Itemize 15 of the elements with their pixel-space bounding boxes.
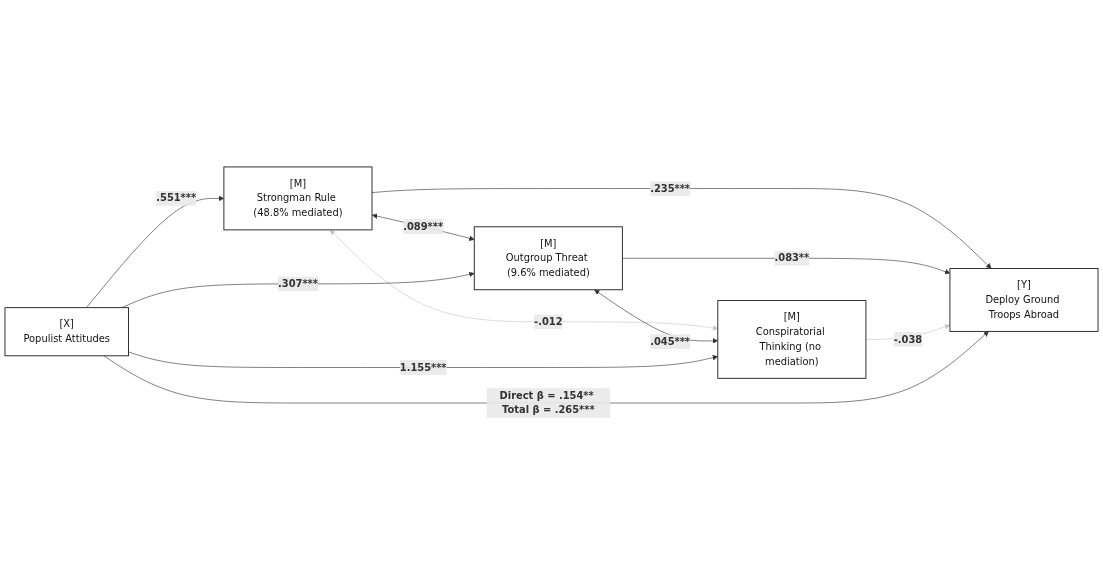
edge-label: .045*** (650, 335, 691, 347)
node-box: [M] Strongman Rule (48.8% mediated) (223, 166, 373, 230)
node-box: [M] Outgroup Threat (9.6% mediated) (473, 225, 623, 290)
edge-label: .307*** (278, 277, 318, 290)
edge-label: .083** (774, 251, 810, 264)
node-box: [X] Populist Attitudes (4, 306, 129, 356)
edge-label: -.012 (534, 315, 563, 328)
node-box: [Y] Deploy Ground Troops Abroad (949, 267, 1099, 332)
edge-label: Direct β = .154** Total β = .265*** (499, 389, 595, 416)
edge-label: .089*** (403, 219, 444, 232)
edge-label: .235*** (650, 181, 691, 194)
edge-label: .551*** (156, 191, 197, 204)
node-box: [M] Conspiratorial Thinking (no mediation) (717, 299, 867, 379)
edge-label: 1.155*** (399, 360, 447, 373)
edge-label: -.038 (893, 332, 923, 345)
